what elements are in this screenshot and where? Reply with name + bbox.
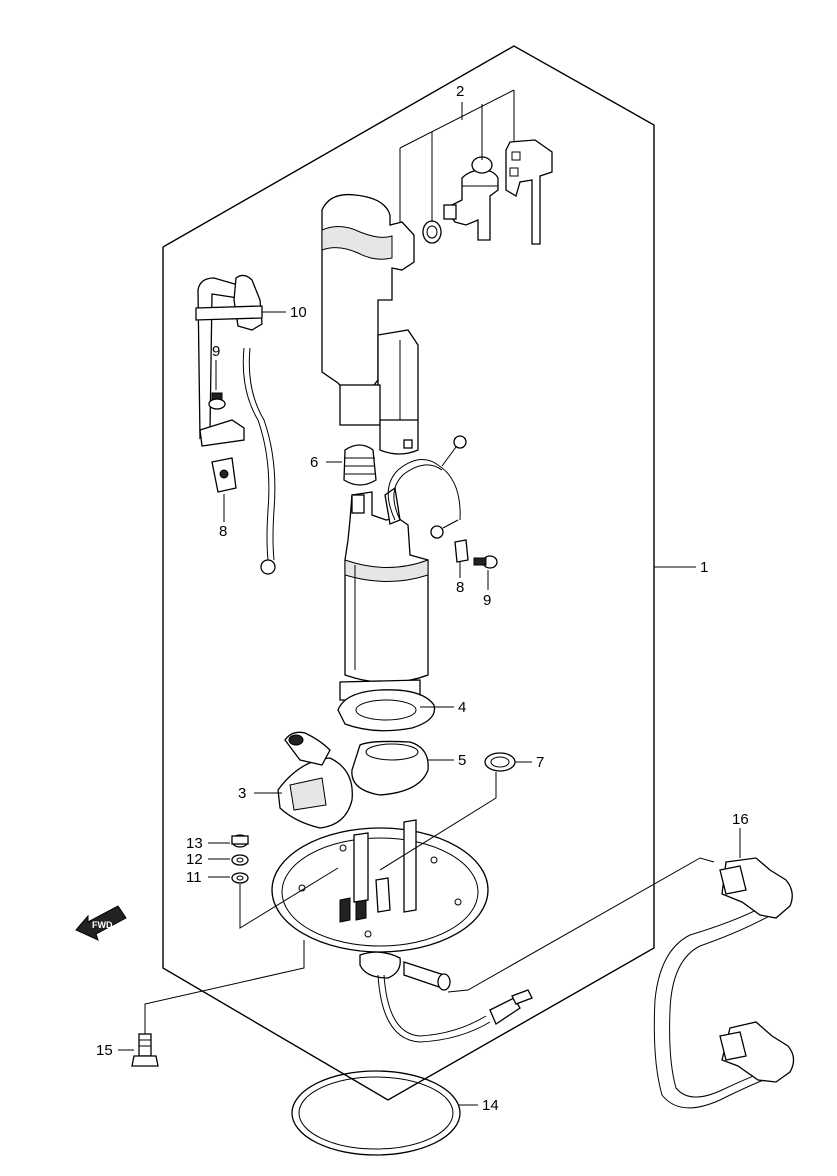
callout-7: 7: [536, 754, 544, 771]
pump-holder: [321, 193, 419, 455]
callout-1: 1: [700, 559, 708, 576]
callout-ticks: [118, 311, 741, 1106]
callout-6: 6: [310, 454, 318, 471]
lock-washer: [231, 872, 249, 884]
callout-12: 12: [186, 851, 203, 868]
fuel-filter: [277, 731, 353, 829]
callout-3: 3: [238, 785, 246, 802]
hose-leader: [447, 857, 715, 993]
callout-4: 4: [458, 699, 466, 716]
gasket: [291, 1070, 461, 1156]
callout-11: 11: [186, 869, 202, 886]
callout-14: 14: [482, 1097, 499, 1114]
pressure-regulator: [422, 156, 499, 244]
pump-lead-wire: [387, 435, 467, 539]
clip-nut-left: [211, 457, 237, 493]
pump-holder-ring: [337, 689, 436, 732]
callout-15: 15: [96, 1042, 113, 1059]
fuel-level-gauge: [195, 274, 276, 575]
fuel-pump-cushion: [343, 444, 377, 486]
assembly-outline: [162, 45, 655, 1101]
washer: [231, 854, 249, 866]
callout-16: 16: [732, 811, 749, 828]
screw-right: [473, 555, 498, 569]
pump-lower-bracket: [351, 740, 429, 796]
callout-2-leaders: [399, 89, 515, 222]
o-ring-small: [484, 752, 516, 772]
fwd-label: FWD: [92, 920, 113, 930]
callout-10: 10: [290, 304, 307, 321]
callout-8-left: 8: [219, 523, 227, 540]
screw-left: [208, 392, 226, 410]
callout-8-right: 8: [456, 579, 464, 596]
base-connector-wire: [377, 974, 533, 1043]
callout-13: 13: [186, 835, 203, 852]
callout-leaders-misc: [144, 772, 497, 1034]
fuel-pump: [339, 486, 429, 701]
callout-5: 5: [458, 752, 466, 769]
callout-9-right: 9: [483, 592, 491, 609]
regulator-bracket: [505, 139, 553, 245]
callout-2: 2: [456, 83, 464, 100]
nut: [231, 834, 249, 848]
bolt: [131, 1033, 159, 1067]
pump-base-plate: [271, 819, 489, 991]
callout-9-left: 9: [212, 343, 220, 360]
fwd-arrow-icon: FWD: [75, 905, 127, 941]
clip-nut-right: [454, 539, 469, 563]
fuel-hose: [653, 857, 795, 1109]
